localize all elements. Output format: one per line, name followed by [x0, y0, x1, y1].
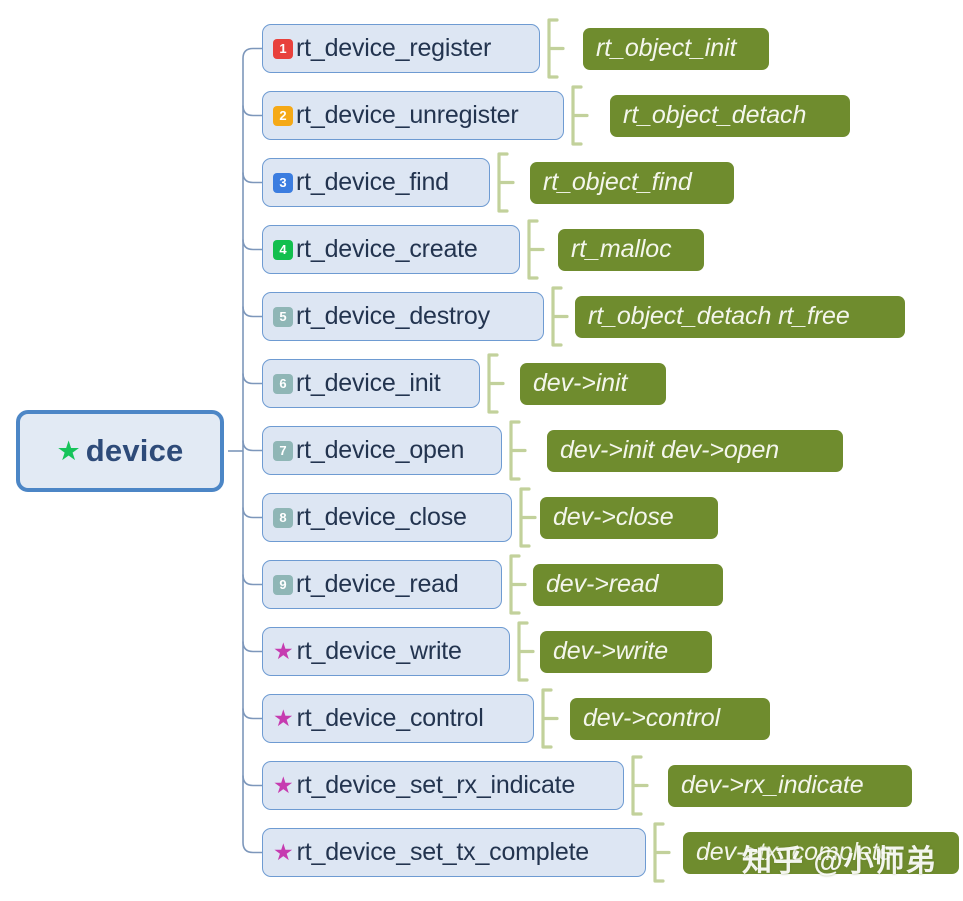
order-badge: 1 — [273, 38, 293, 59]
leaf-node-label: rt_object_detach — [623, 101, 807, 129]
leaf-node[interactable]: dev->rx_indicate — [668, 764, 912, 807]
order-badge: 6 — [273, 373, 293, 394]
leaf-node-label: dev->control — [583, 704, 721, 732]
leaf-node[interactable]: dev->tx_complete — [683, 831, 959, 874]
root-node-device[interactable]: ★ device — [16, 410, 224, 492]
leaf-node-label: dev->read — [546, 570, 659, 598]
leaf-node[interactable]: dev->init — [520, 362, 666, 405]
branch-node-label: rt_device_destroy — [296, 302, 490, 330]
branch-node-label: rt_device_write — [296, 637, 462, 665]
leaf-node[interactable]: rt_object_find — [530, 161, 734, 204]
order-badge: 4 — [273, 239, 293, 260]
leaf-node[interactable]: dev->close — [540, 496, 718, 539]
leaf-node[interactable]: rt_object_detach rt_free — [575, 295, 905, 338]
branch-node-rt-device-write[interactable]: ★rt_device_write — [262, 627, 510, 676]
star-icon: ★ — [273, 839, 294, 865]
leaf-node-label: rt_object_detach rt_free — [588, 302, 850, 330]
leaf-node[interactable]: rt_object_detach — [610, 94, 850, 137]
order-badge: 3 — [273, 172, 293, 193]
order-badge: 8 — [273, 507, 293, 528]
leaf-node[interactable]: dev->init dev->open — [547, 429, 843, 472]
leaf-node-label: rt_object_init — [596, 34, 737, 62]
branch-node-label: rt_device_find — [296, 168, 449, 196]
branch-node-label: rt_device_init — [296, 369, 441, 397]
leaf-node-label: rt_object_find — [543, 168, 692, 196]
leaf-node[interactable]: rt_object_init — [583, 27, 769, 70]
branch-node-label: rt_device_open — [296, 436, 465, 464]
leaf-node-label: dev->init dev->open — [560, 436, 780, 464]
branch-node-label: rt_device_set_rx_indicate — [296, 771, 576, 799]
branch-node-label: rt_device_read — [296, 570, 459, 598]
root-node-label: device — [85, 433, 184, 468]
branch-node-rt-device-set-rx-indicate[interactable]: ★rt_device_set_rx_indicate — [262, 761, 624, 810]
leaf-node-label: dev->write — [553, 637, 669, 665]
leaf-node-label: dev->init — [533, 369, 628, 397]
branch-node-label: rt_device_unregister — [296, 101, 519, 129]
branch-node-rt-device-set-tx-complete[interactable]: ★rt_device_set_tx_complete — [262, 828, 646, 877]
star-icon: ★ — [273, 705, 294, 731]
branch-node-label: rt_device_set_tx_complete — [296, 838, 590, 866]
leaf-node-label: dev->rx_indicate — [681, 771, 864, 799]
leaf-node-label: dev->close — [553, 503, 674, 531]
leaf-node-label: rt_malloc — [571, 235, 672, 263]
leaf-node[interactable]: dev->read — [533, 563, 723, 606]
star-icon: ★ — [273, 772, 294, 798]
leaf-node[interactable]: dev->write — [540, 630, 712, 673]
leaf-node-label: dev->tx_complete — [696, 838, 893, 866]
star-icon: ★ — [56, 435, 81, 466]
order-badge: 5 — [273, 306, 293, 327]
branch-node-label: rt_device_register — [296, 34, 492, 62]
branch-node-rt-device-control[interactable]: ★rt_device_control — [262, 694, 534, 743]
branch-node-label: rt_device_control — [296, 704, 484, 732]
watermark: 知乎 @小师弟 — [742, 845, 937, 878]
branch-node-label: rt_device_create — [296, 235, 478, 263]
order-badge: 2 — [273, 105, 293, 126]
branch-node-label: rt_device_close — [296, 503, 467, 531]
leaf-node[interactable]: rt_malloc — [558, 228, 704, 271]
star-icon: ★ — [273, 638, 294, 664]
leaf-node[interactable]: dev->control — [570, 697, 770, 740]
order-badge: 7 — [273, 440, 293, 461]
order-badge: 9 — [273, 574, 293, 595]
